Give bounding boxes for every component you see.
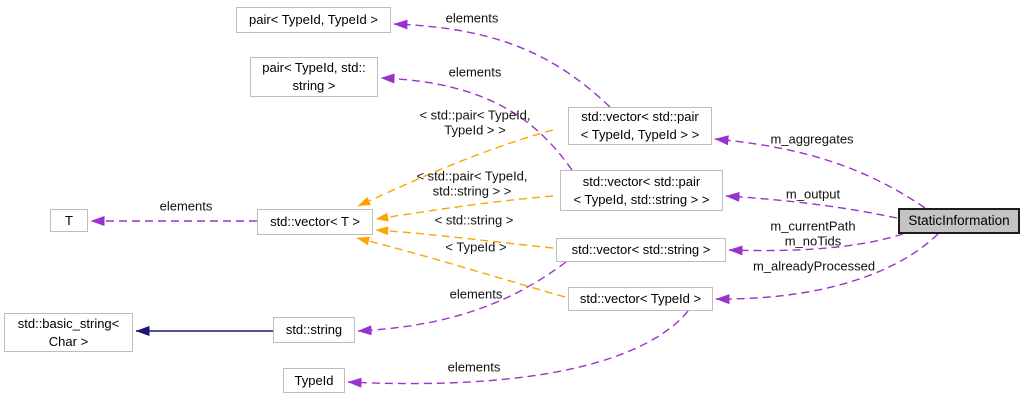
edge-label-m-alreadyprocessed: m_alreadyProcessed (752, 258, 876, 274)
edge-label-template-string: < std::string > (434, 212, 514, 228)
edge-label-template-typeid: < TypeId > (445, 239, 507, 255)
edge-template-string (375, 226, 554, 249)
node-t[interactable]: T (50, 209, 88, 232)
node-std-string[interactable]: std::string (273, 317, 355, 343)
edge-elements-pair-typeid-string (380, 73, 573, 171)
node-vector-pair-typeid-typeid[interactable]: std::vector< std::pair < TypeId, TypeId … (568, 107, 712, 145)
edge-label-m-aggregates: m_aggregates (770, 131, 854, 147)
edge-template-pair-typeid-typeid (357, 129, 554, 207)
edge-template-pair-typeid-string (375, 195, 554, 222)
edge-label-m-output: m_output (785, 186, 841, 202)
edge-label-elements-t: elements (159, 198, 213, 214)
edge-label-m-currentpath-m-notids: m_currentPath m_noTids (770, 218, 856, 248)
edge-m-currentpath-notids (728, 233, 904, 256)
node-vector-pair-typeid-string[interactable]: std::vector< std::pair < TypeId, std::st… (560, 170, 723, 211)
edge-m-output (725, 191, 898, 219)
edge-elements-string (357, 261, 567, 336)
node-static-information: StaticInformation (898, 208, 1020, 234)
edge-m-alreadyprocessed (715, 233, 939, 305)
node-basic-string-char[interactable]: std::basic_string< Char > (4, 313, 133, 352)
edge-m-aggregates (714, 135, 926, 209)
node-vector-typeid[interactable]: std::vector< TypeId > (568, 287, 713, 311)
edge-template-typeid (356, 236, 566, 298)
node-vector-string[interactable]: std::vector< std::string > (556, 238, 726, 262)
node-vector-t[interactable]: std::vector< T > (257, 209, 373, 235)
edge-label-template-pair-typeid-string: < std::pair< TypeId, std::string > > (416, 168, 528, 198)
edge-elements-pair-typeid-typeid (393, 19, 611, 108)
edge-elements-typeid (347, 310, 689, 388)
edge-label-elements-pair-typeid-string: elements (448, 64, 502, 80)
edge-label-elements-typeid: elements (447, 359, 501, 375)
edge-label-template-pair-typeid-typeid: < std::pair< TypeId, TypeId > > (419, 107, 531, 137)
node-pair-typeid-string[interactable]: pair< TypeId, std:: string > (250, 57, 378, 97)
edge-label-elements-pair-typeid-typeid: elements (445, 10, 499, 26)
node-pair-typeid-typeid[interactable]: pair< TypeId, TypeId > (236, 7, 391, 33)
node-typeid[interactable]: TypeId (283, 368, 345, 393)
edge-label-elements-string: elements (449, 286, 503, 302)
